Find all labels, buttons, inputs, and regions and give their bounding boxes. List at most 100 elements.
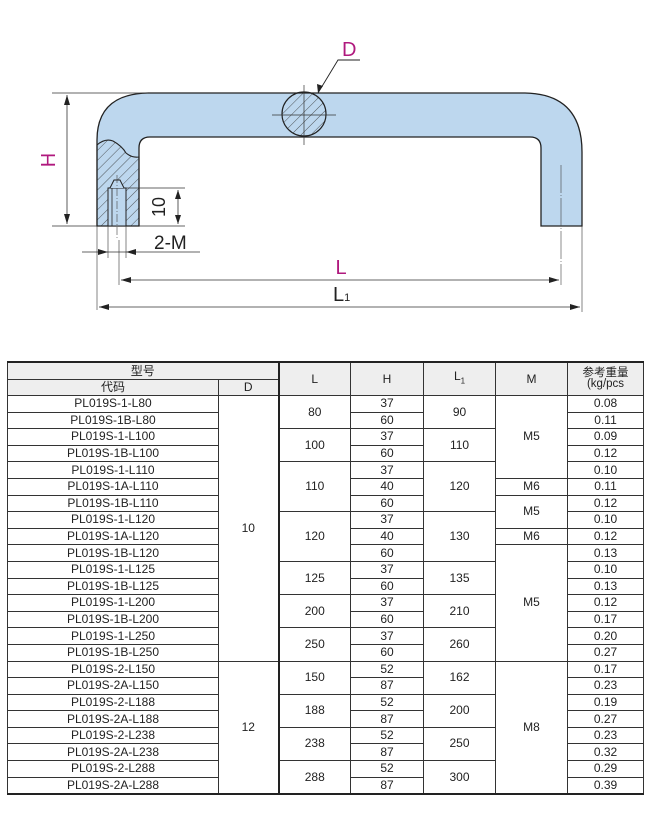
cell-code: PL019S-1-L125 xyxy=(7,560,219,579)
cell-code: PL019S-2-L188 xyxy=(7,693,219,712)
cell-L1: 200 xyxy=(423,693,497,728)
cell-H: 37 xyxy=(350,395,425,413)
cell-L: 200 xyxy=(277,594,352,629)
cell-code: PL019S-1-L80 xyxy=(7,395,219,413)
cell-weight: 0.17 xyxy=(567,660,645,679)
handle-drawing: D H 10 2-M L L1 xyxy=(38,39,583,312)
cell-H: 37 xyxy=(350,560,425,579)
cell-H: 52 xyxy=(350,660,425,679)
cell-L1: 90 xyxy=(423,394,497,430)
cell-L1: 135 xyxy=(423,560,497,596)
cell-weight: 0.27 xyxy=(567,643,645,662)
header-code: 代码 xyxy=(7,379,219,396)
cell-weight: 0.08 xyxy=(567,395,645,413)
cell-H: 52 xyxy=(350,726,425,745)
cell-M: M5 xyxy=(495,544,569,662)
cell-H: 37 xyxy=(350,627,425,645)
cell-H: 40 xyxy=(350,477,425,496)
cell-L1: 300 xyxy=(423,760,497,796)
cell-code: PL019S-1B-L100 xyxy=(7,444,219,463)
cell-L: 100 xyxy=(277,428,352,463)
cell-L1: 210 xyxy=(423,594,497,629)
cell-H: 60 xyxy=(350,643,425,662)
cell-M: M5 xyxy=(495,494,569,529)
cell-code: PL019S-1A-L110 xyxy=(7,477,219,496)
cell-weight: 0.10 xyxy=(567,511,645,529)
cell-weight: 0.10 xyxy=(567,461,645,479)
cell-H: 52 xyxy=(350,693,425,712)
cell-H: 60 xyxy=(350,444,425,463)
cell-L: 238 xyxy=(277,726,352,762)
cell-L: 80 xyxy=(277,394,352,430)
label-L: L xyxy=(335,257,346,279)
header-L: L xyxy=(277,361,352,396)
cell-weight: 0.27 xyxy=(567,710,645,728)
cell-L1: 120 xyxy=(423,461,497,513)
cell-code: PL019S-1-L110 xyxy=(7,461,219,479)
header-model: 型号 xyxy=(6,361,280,380)
cell-H: 40 xyxy=(350,527,425,546)
table-row: PL019S-1B-L100 60 0.12 xyxy=(7,444,645,463)
cell-L: 288 xyxy=(277,760,352,796)
cell-weight: 0.29 xyxy=(567,760,645,778)
cell-L: 250 xyxy=(277,627,352,662)
cell-code: PL019S-1B-L200 xyxy=(7,610,219,629)
cell-weight: 0.32 xyxy=(567,743,645,762)
header-H: H xyxy=(350,361,425,396)
cell-weight: 0.17 xyxy=(567,610,645,629)
cell-L: 110 xyxy=(277,461,352,513)
label-L1: L1 xyxy=(333,284,350,306)
cell-H: 37 xyxy=(350,594,425,612)
cell-L1: 130 xyxy=(423,511,497,562)
cell-weight: 0.09 xyxy=(567,428,645,446)
cell-L: 120 xyxy=(277,511,352,562)
cell-code: PL019S-2A-L150 xyxy=(7,677,219,695)
cell-H: 60 xyxy=(350,544,425,562)
cell-H: 37 xyxy=(350,511,425,529)
cell-H: 87 xyxy=(350,677,425,695)
cell-code: PL019S-1-L120 xyxy=(7,511,219,529)
spec-table: 型号 L H L1 M 参考重量(kg/pcs 代码 D PL019S-1-L8… xyxy=(6,361,645,796)
cell-H: 60 xyxy=(350,577,425,596)
cell-L: 188 xyxy=(277,693,352,728)
cell-code: PL019S-2A-L238 xyxy=(7,743,219,762)
cell-code: PL019S-1-L250 xyxy=(7,627,219,645)
cell-weight: 0.11 xyxy=(567,411,645,430)
cell-H: 87 xyxy=(350,710,425,728)
cell-code: PL019S-2-L288 xyxy=(7,760,219,778)
cell-M: M5 xyxy=(495,395,569,479)
cell-code: PL019S-1-L200 xyxy=(7,594,219,612)
cell-weight: 0.12 xyxy=(567,444,645,463)
header-weight: 参考重量(kg/pcs xyxy=(567,361,645,396)
cell-M: M6 xyxy=(495,477,569,496)
handle-body xyxy=(96,92,583,227)
cell-weight: 0.10 xyxy=(567,560,645,579)
cell-code: PL019S-1-L100 xyxy=(7,428,219,446)
cell-H: 87 xyxy=(350,776,425,796)
cell-L: 125 xyxy=(277,560,352,596)
cell-code: PL019S-2A-L288 xyxy=(7,776,219,796)
cell-L1: 250 xyxy=(423,726,497,762)
cell-H: 60 xyxy=(350,494,425,513)
cell-weight: 0.13 xyxy=(567,577,645,596)
cell-weight: 0.13 xyxy=(567,544,645,562)
cell-weight: 0.19 xyxy=(567,693,645,712)
label-thread: 2-M xyxy=(154,233,187,254)
cell-weight: 0.11 xyxy=(567,477,645,496)
cell-H: 52 xyxy=(350,760,425,778)
cell-code: PL019S-2-L150 xyxy=(7,660,219,679)
